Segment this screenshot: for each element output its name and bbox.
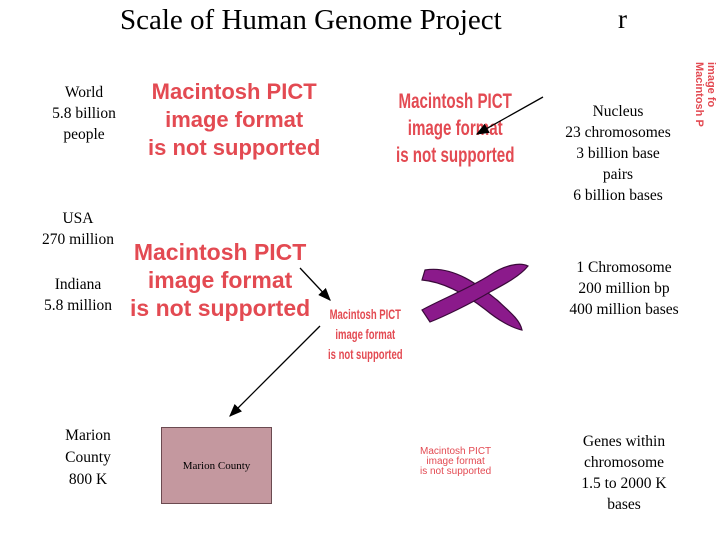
arrow-nucleus — [475, 96, 544, 135]
slide-title: Scale of Human Genome Project — [120, 4, 502, 36]
title-fragment: r — [618, 4, 627, 34]
arrow-marion — [229, 325, 321, 417]
chromosome-icon — [421, 263, 529, 331]
edge-pict-text-2: image fo — [705, 62, 717, 108]
edge-pict-area — [690, 58, 720, 178]
arrow-indiana — [299, 267, 331, 301]
edge-pict-text-1: Macintosh P — [693, 62, 705, 127]
marion-county-box: Marion County — [161, 427, 272, 504]
